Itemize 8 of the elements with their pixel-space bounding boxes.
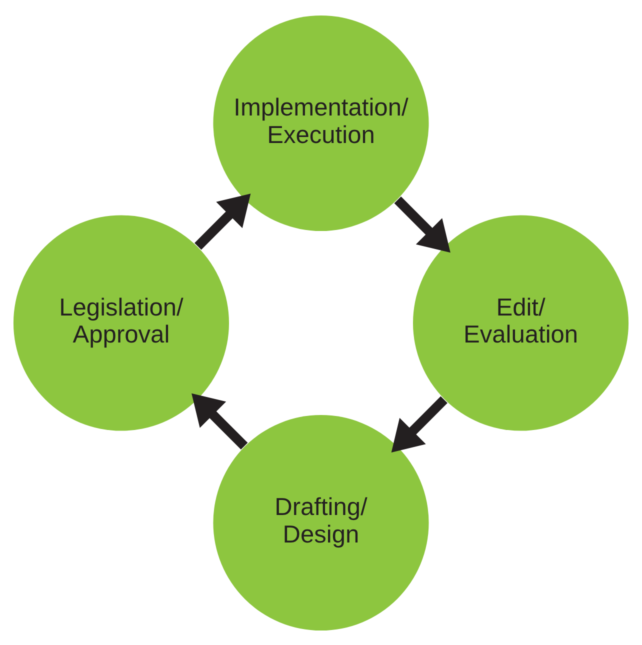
node-circle: Legislation/ Approval [13,214,230,430]
arrow [194,193,251,250]
node-circle: Implementation/ Execution [213,14,429,231]
arrow [391,396,448,452]
node-circle: Edit/ Evaluation [412,214,629,430]
arrow [192,392,248,449]
node-circle: Drafting/ Design [213,414,429,630]
arrow [394,196,450,252]
